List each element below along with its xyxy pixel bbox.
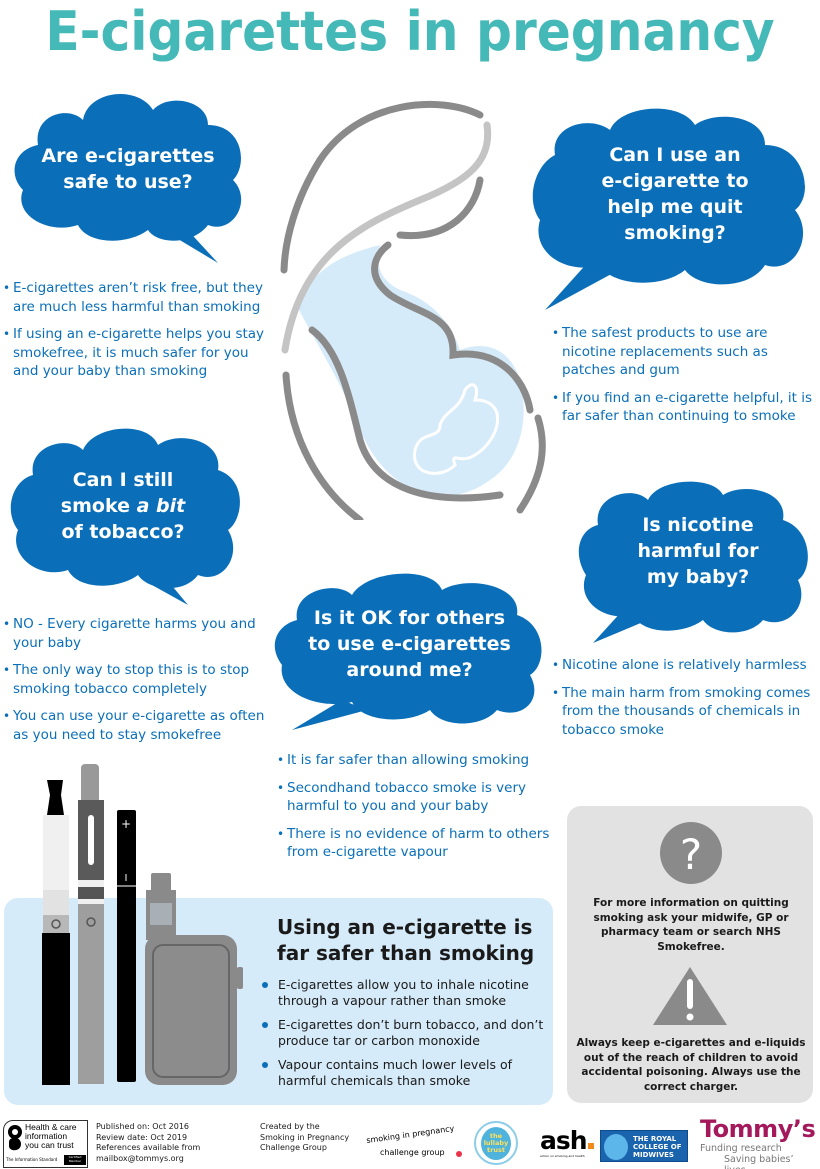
info-text: For more information on quitting smoking… <box>593 897 789 953</box>
answer-list-safe: E-cigarettes aren’t risk free, but they … <box>3 279 273 390</box>
speech-cloud-icon <box>532 108 805 310</box>
question-mark-circle-icon: ? <box>660 822 722 884</box>
speech-cloud-icon <box>578 481 808 643</box>
question-cloud-nicotine: Is nicotine harmful for my baby? <box>578 480 813 645</box>
safer-item: E-cigarettes don’t burn tobacco, and don… <box>262 1017 552 1049</box>
safer-panel-list: E-cigarettes allow you to inhale nicotin… <box>262 977 552 1097</box>
ash-logo: ash action on smoking and health <box>540 1128 595 1160</box>
question-text: Is it OK for others to use e-cigarettes … <box>308 607 511 681</box>
answer-item: The safest products to use are nicotine … <box>552 324 817 380</box>
answer-item: Nicotine alone is relatively harmless <box>552 656 820 675</box>
publication-info: Published on: Oct 2016 Review date: Oct … <box>96 1122 201 1163</box>
answer-item: If using an e-cigarette helps you stay s… <box>3 325 273 381</box>
contact-email[interactable]: mailbox@tommys.org <box>96 1153 184 1163</box>
lullaby-trust-logo: the lullaby trust <box>474 1121 518 1165</box>
answer-list-others: It is far safer than allowing smoking Se… <box>277 751 552 871</box>
answer-item: The only way to stop this is to stop smo… <box>3 661 283 698</box>
answer-list-smoke-a-bit: NO - Every cigarette harms you and your … <box>3 615 283 753</box>
question-cloud-quit: Can I use an e-cigarette to help me quit… <box>530 100 820 315</box>
safer-item: E-cigarettes allow you to inhale nicotin… <box>262 977 552 1009</box>
question-cloud-smoke-a-bit: Can I still smoke a bit of tobacco? <box>8 425 243 605</box>
speech-cloud-icon <box>14 93 242 263</box>
answer-item: You can use your e-cigarette as often as… <box>3 707 283 744</box>
answer-item: E-cigarettes aren’t risk free, but they … <box>3 279 273 316</box>
warning-triangle-icon <box>653 967 727 1025</box>
svg-text:?: ? <box>680 830 702 879</box>
rcm-logo: THE ROYAL COLLEGE OF MIDWIVES <box>600 1130 688 1162</box>
minus-label: I <box>125 873 128 884</box>
answer-list-nicotine: Nicotine alone is relatively harmless Th… <box>552 656 820 748</box>
answer-item: If you find an e-cigarette helpful, it i… <box>552 389 817 426</box>
answer-item: The main harm from smoking comes from th… <box>552 684 820 740</box>
information-standard-logo-icon <box>8 1125 22 1151</box>
answer-list-quit: The safest products to use are nicotine … <box>552 324 817 435</box>
question-text: Are e-cigarettes safe to use? <box>41 145 215 193</box>
question-cloud-safe: Are e-cigarettes safe to use? <box>8 85 253 265</box>
speech-cloud-icon <box>10 428 240 605</box>
plus-label: + <box>121 817 131 831</box>
page-title: E-cigarettes in pregnancy <box>45 0 775 63</box>
tommys-logo: Tommy’s Funding research Saving babies’ … <box>700 1115 816 1169</box>
pregnant-woman-illustration <box>280 100 546 520</box>
spcg-logo: smoking in pregnancy challenge group <box>366 1124 466 1163</box>
question-cloud-others: Is it OK for others to use e-cigarettes … <box>272 570 547 745</box>
answer-item: It is far safer than allowing smoking <box>277 751 552 770</box>
question-text: Can I use an e-cigarette to help me quit… <box>601 144 749 244</box>
question-text: Is nicotine harmful for my baby? <box>637 514 759 588</box>
information-standard-badge: Health & care information you can trust … <box>3 1120 88 1168</box>
speech-cloud-icon <box>274 573 542 730</box>
created-by: Created by the Smoking in Pregnancy Chal… <box>260 1122 350 1152</box>
question-text: Can I still smoke a bit of tobacco? <box>60 469 186 543</box>
e-cigarette-devices-illustration: + I <box>42 764 243 1085</box>
safer-item: Vapour contains much lower levels of har… <box>262 1057 552 1089</box>
answer-item: Secondhand tobacco smoke is very harmful… <box>277 779 552 816</box>
warning-text: Always keep e-cigarettes and e-liquids o… <box>576 1037 806 1093</box>
safer-panel-title: Using an e-cigarette is far safer than s… <box>277 915 535 965</box>
answer-item: There is no evidence of harm to others f… <box>277 825 552 862</box>
answer-item: NO - Every cigarette harms you and your … <box>3 615 283 652</box>
